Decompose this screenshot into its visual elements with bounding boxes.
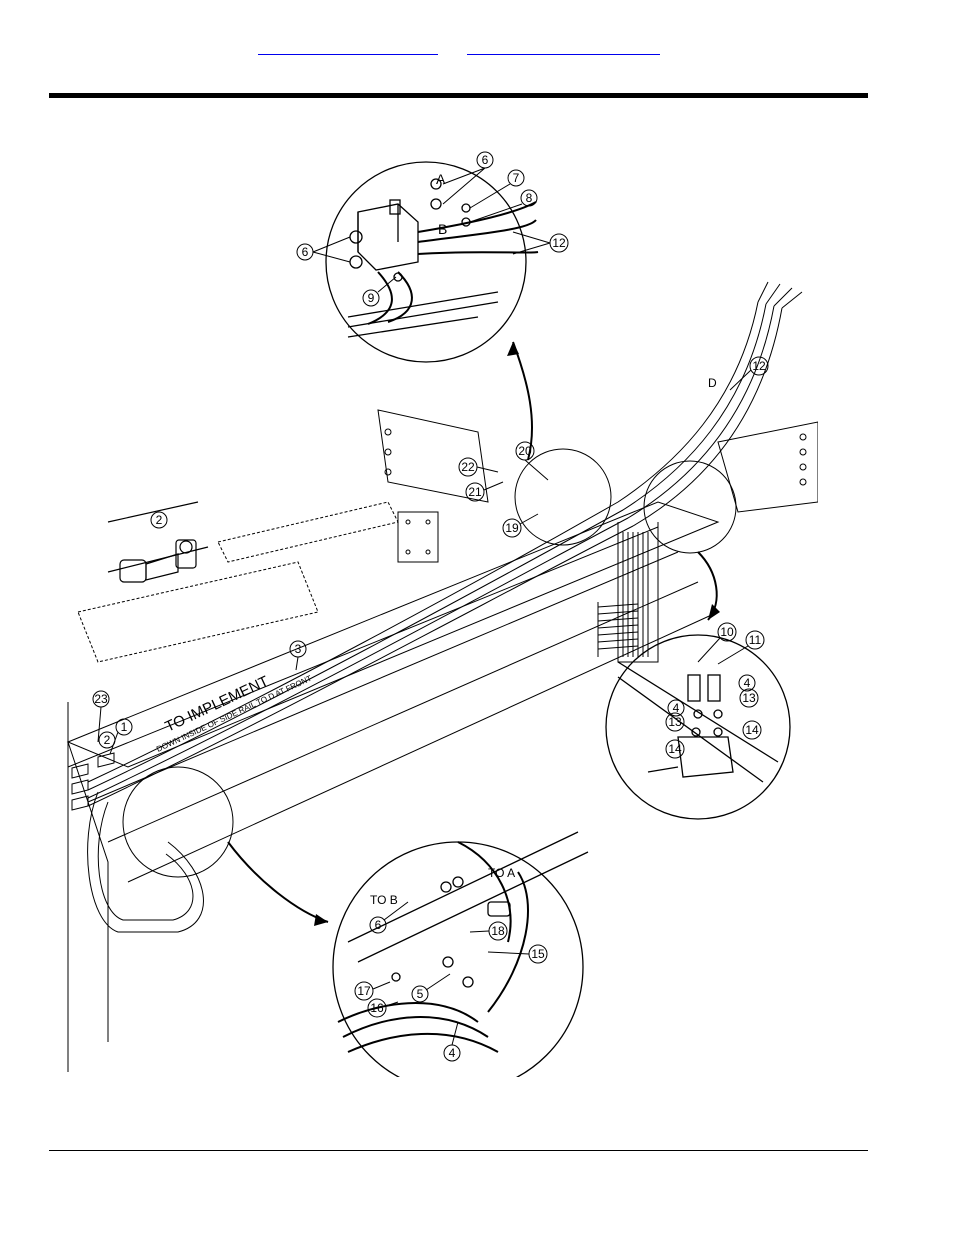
callout-12a: 12 (552, 236, 566, 250)
callout-5: 5 (417, 987, 424, 1001)
parts-diagram: A B TO B TO A TO IMPL (58, 142, 818, 1077)
callout-4c: 4 (449, 1046, 456, 1060)
nav-link-left[interactable] (258, 38, 438, 55)
callout-11: 11 (749, 633, 762, 647)
chassis-frame (66, 409, 818, 1072)
port-label-to-a: TO A (488, 866, 515, 880)
detail-arrow-3 (227, 841, 329, 923)
callout-12b: 12 (752, 359, 766, 373)
callout-13b: 13 (668, 715, 682, 729)
callout-4b: 4 (673, 701, 680, 715)
locator-circle-valve (514, 448, 612, 546)
callout-1: 1 (121, 720, 128, 734)
callout-6a: 6 (482, 153, 489, 167)
callout-9: 9 (368, 291, 375, 305)
callout-6c: 6 (375, 918, 382, 932)
quick-coupler-part (107, 501, 209, 583)
callout-20: 20 (518, 444, 532, 458)
callout-3: 3 (295, 642, 302, 656)
callout-14b: 14 (668, 742, 682, 756)
callout-7: 7 (513, 171, 520, 185)
locator-circle-lower (122, 766, 234, 878)
detail-arrow-1 (512, 341, 533, 461)
callout-18: 18 (491, 924, 505, 938)
callout-14a: 14 (745, 723, 759, 737)
callout-17: 17 (357, 984, 371, 998)
callout-2a: 2 (156, 513, 163, 527)
callout-22: 22 (461, 460, 475, 474)
detail-view-valve: A B (325, 161, 539, 363)
hose-bundle (87, 281, 803, 807)
corrugated-hose (597, 602, 639, 657)
port-label-to-b: TO B (370, 893, 398, 907)
detail-view-cylinder (605, 634, 791, 820)
callout-6b: 6 (302, 245, 309, 259)
locator-circle-cylinder (643, 460, 737, 554)
port-label-a: A (436, 171, 446, 187)
port-label-b: B (438, 221, 447, 237)
callout-13a: 13 (742, 691, 756, 705)
footer-rule (49, 1150, 868, 1151)
callout-15: 15 (531, 947, 545, 961)
callout-10: 10 (720, 625, 734, 639)
detail-view-lower: TO B TO A (332, 831, 589, 1077)
header-rule (49, 93, 868, 98)
callout-23: 23 (94, 692, 108, 706)
callout-2b: 2 (104, 733, 111, 747)
callout-16: 16 (370, 1001, 384, 1015)
coupler-ends (71, 752, 115, 811)
callout-19: 19 (505, 521, 519, 535)
callout-8: 8 (526, 191, 533, 205)
callout-4a: 4 (744, 676, 751, 690)
callout-21: 21 (468, 485, 482, 499)
nav-link-right[interactable] (467, 38, 660, 55)
port-label-d: D (708, 376, 717, 390)
